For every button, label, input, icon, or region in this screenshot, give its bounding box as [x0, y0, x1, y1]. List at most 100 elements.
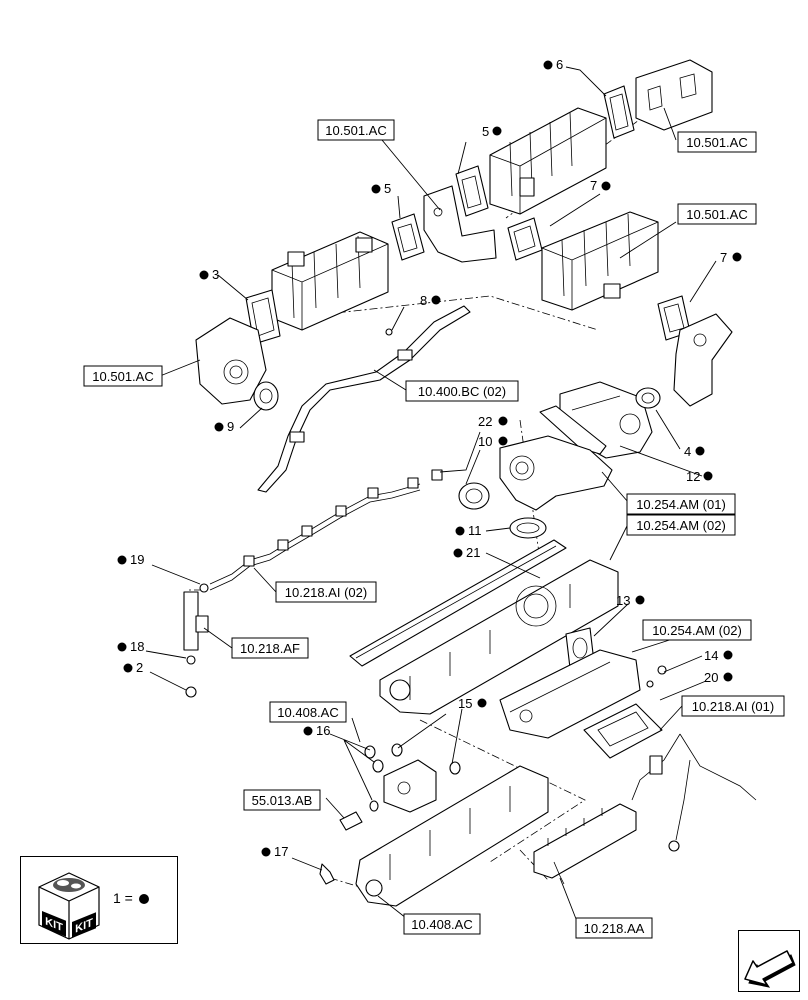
callout-17[interactable]: 17 — [261, 844, 289, 859]
ref-box-408ac-top[interactable]: 10.408.AC — [269, 701, 347, 723]
ref-box-218af[interactable]: 10.218.AF — [231, 637, 309, 659]
callout-19[interactable]: 19 — [117, 552, 145, 567]
callout-21[interactable]: 21 — [453, 545, 481, 560]
fitting-22 — [431, 469, 443, 481]
fitting-14b — [646, 680, 654, 688]
ref-label: 10.254.AM (02) — [652, 623, 742, 638]
ref-label: 10.218.AA — [584, 921, 645, 936]
intake-plenum — [499, 649, 641, 739]
svg-text:13: 13 — [616, 593, 630, 608]
gasket-10 — [458, 482, 490, 510]
o-ring-8 — [385, 328, 393, 336]
svg-text:11: 11 — [468, 523, 482, 538]
ref-box-501ac-top[interactable]: 10.501.AC — [317, 119, 395, 141]
ref-box-400bc[interactable]: 10.400.BC (02) — [405, 380, 519, 402]
kit-equals: 1 = — [113, 890, 133, 906]
gasket-7-middle — [507, 217, 543, 261]
svg-text:2: 2 — [136, 660, 143, 675]
seal-17 — [319, 863, 335, 885]
lower-manifold — [355, 765, 549, 907]
ref-label: 10.501.AC — [92, 369, 153, 384]
ref-box-013ab[interactable]: 55.013.AB — [243, 789, 321, 811]
callout-22[interactable]: 22 — [478, 414, 508, 429]
ref-box-254am-01[interactable]: 10.254.AM (01) — [626, 493, 736, 515]
ref-label: 10.408.AC — [277, 705, 338, 720]
gasket-12 — [539, 405, 607, 455]
callout-8[interactable]: 8 — [420, 293, 441, 308]
ref-label: 10.400.BC (02) — [418, 384, 506, 399]
callout-13[interactable]: 13 — [616, 593, 645, 608]
elbow-right — [673, 313, 733, 407]
svg-text:4: 4 — [684, 444, 691, 459]
svg-text:21: 21 — [466, 545, 480, 560]
svg-text:3: 3 — [212, 267, 219, 282]
callout-5-lower[interactable]: 5 — [371, 181, 392, 196]
arrow-left-icon — [744, 950, 796, 988]
callout-18[interactable]: 18 — [117, 639, 145, 654]
kit-legend-text: 1 = — [113, 890, 149, 906]
sensor-assembly — [183, 583, 209, 698]
callout-14[interactable]: 14 — [704, 648, 733, 663]
gasket-9 — [253, 381, 279, 411]
svg-text:9: 9 — [227, 419, 234, 434]
svg-text:19: 19 — [130, 552, 144, 567]
ref-label: 10.254.AM (02) — [636, 518, 726, 533]
fuel-pump — [383, 759, 437, 813]
ref-box-218ai-02[interactable]: 10.218.AI (02) — [275, 581, 377, 603]
svg-text:5: 5 — [384, 181, 391, 196]
ref-label: 10.218.AI (02) — [285, 585, 367, 600]
ref-box-501ac-right[interactable]: 10.501.AC — [677, 203, 757, 225]
svg-text:20: 20 — [704, 670, 718, 685]
svg-text:8: 8 — [420, 293, 427, 308]
svg-text:10: 10 — [478, 434, 492, 449]
previous-page-button[interactable] — [738, 930, 800, 992]
egr-cooler-top — [489, 107, 607, 215]
callout-2[interactable]: 2 — [123, 660, 144, 675]
svg-text:22: 22 — [478, 414, 492, 429]
svg-text:14: 14 — [704, 648, 718, 663]
svg-text:7: 7 — [720, 250, 727, 265]
coolant-pipe — [257, 305, 471, 493]
ref-label: 10.218.AI (01) — [692, 699, 774, 714]
harness-right — [631, 733, 757, 852]
ref-box-408ac-bottom[interactable]: 10.408.AC — [403, 913, 481, 935]
kit-legend-box: KIT KIT 1 = — [20, 856, 178, 944]
callout-11[interactable]: 11 — [455, 523, 482, 538]
ref-box-218ai-01[interactable]: 10.218.AI (01) — [681, 695, 785, 717]
egr-cooler-left — [271, 231, 389, 331]
fitting-55013ab — [339, 811, 363, 831]
gasket-5-lower — [391, 213, 425, 261]
o-rings-16 — [364, 745, 384, 812]
ref-box-501ac-topright[interactable]: 10.501.AC — [677, 131, 757, 153]
ref-label: 10.218.AF — [240, 641, 300, 656]
ref-box-254am-02a[interactable]: 10.254.AM (02) — [626, 514, 736, 536]
kit-box-icon: KIT KIT — [38, 872, 100, 940]
callout-7-middle[interactable]: 7 — [590, 178, 611, 193]
callout-10[interactable]: 10 — [478, 434, 508, 449]
egr-cooler-right — [541, 211, 659, 311]
gasket-6 — [603, 85, 635, 139]
svg-text:17: 17 — [274, 844, 288, 859]
callout-12[interactable]: 12 — [686, 469, 713, 484]
callout-7-right[interactable]: 7 — [720, 250, 742, 265]
ref-box-501ac-left[interactable]: 10.501.AC — [83, 365, 163, 387]
gasket-11 — [509, 517, 547, 539]
svg-text:6: 6 — [556, 57, 563, 72]
callout-20[interactable]: 20 — [704, 670, 733, 685]
callout-5-upper[interactable]: 5 — [482, 124, 502, 139]
callout-6[interactable]: 6 — [543, 57, 564, 72]
callout-16[interactable]: 16 — [303, 723, 331, 738]
ref-label: 10.408.AC — [411, 917, 472, 932]
ref-box-254am-02b[interactable]: 10.254.AM (02) — [642, 619, 752, 641]
svg-text:15: 15 — [458, 696, 472, 711]
ref-label: 10.254.AM (01) — [636, 497, 726, 512]
callout-15[interactable]: 15 — [458, 696, 487, 711]
ref-box-218aa[interactable]: 10.218.AA — [575, 917, 653, 939]
callout-4[interactable]: 4 — [684, 444, 705, 459]
gasket-21 — [349, 539, 567, 667]
ref-label: 10.501.AC — [325, 123, 386, 138]
callout-3[interactable]: 3 — [199, 267, 220, 282]
callout-9[interactable]: 9 — [214, 419, 235, 434]
fuel-rail — [533, 803, 637, 885]
